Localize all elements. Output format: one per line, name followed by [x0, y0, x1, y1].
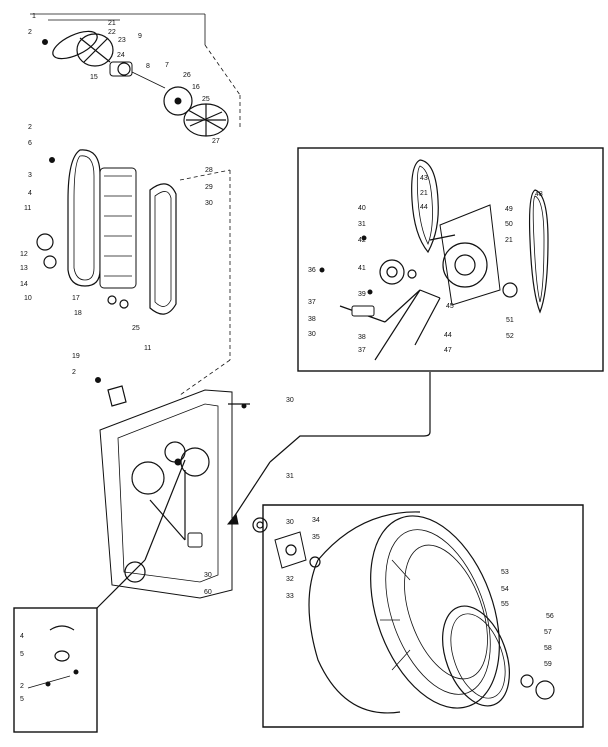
part-label: 50: [505, 221, 513, 228]
part-label: 30: [205, 200, 213, 207]
part-label: 57: [544, 629, 552, 636]
part-label: 38: [308, 316, 316, 323]
part-label: 40: [358, 205, 366, 212]
part-label: 21: [505, 237, 513, 244]
part-label: 3: [28, 172, 32, 179]
part-label: 21: [108, 20, 116, 27]
part-label: 59: [544, 661, 552, 668]
part-label: 55: [501, 601, 509, 608]
part-label: 6: [28, 140, 32, 147]
part-label: 24: [117, 52, 125, 59]
part-label: 44: [444, 332, 452, 339]
part-label: 39: [358, 291, 366, 298]
part-label: 56: [546, 613, 554, 620]
part-label: 58: [544, 645, 552, 652]
part-label: 30: [286, 519, 294, 526]
hinge-inset: [13, 459, 186, 733]
part-label: 38: [358, 334, 366, 341]
belt-idler-group: [36, 149, 231, 407]
part-label: 21: [420, 190, 428, 197]
part-label: 5: [20, 696, 24, 703]
drum-assembly-box: [252, 504, 584, 728]
part-label: 10: [24, 295, 32, 302]
part-label: 16: [192, 84, 200, 91]
motor-assembly-group: [30, 13, 241, 137]
part-label: 53: [501, 569, 509, 576]
part-label: 8: [146, 63, 150, 70]
part-label: 44: [420, 204, 428, 211]
part-label: 1: [32, 13, 36, 20]
part-label: 2: [72, 369, 76, 376]
part-label: 28: [205, 167, 213, 174]
part-label: 15: [90, 74, 98, 81]
part-label: 14: [20, 281, 28, 288]
part-label: 47: [444, 347, 452, 354]
part-label: 5: [20, 651, 24, 658]
rear-bulkhead: [99, 389, 250, 599]
part-label: 54: [501, 586, 509, 593]
part-label: 19: [72, 353, 80, 360]
detail-inset: [226, 147, 604, 525]
part-label: 34: [312, 517, 320, 524]
drive-motor: [429, 204, 518, 306]
part-label: 13: [20, 265, 28, 272]
part-label: 32: [286, 576, 294, 583]
part-label: 48: [535, 191, 543, 198]
part-labels: 1 21 22 23 2 9 24 15 8 7 26 16 25 27 2 6…: [20, 13, 554, 703]
part-label: 45: [446, 303, 454, 310]
part-label: 36: [308, 267, 316, 274]
part-label: 26: [183, 72, 191, 79]
part-label: 29: [205, 184, 213, 191]
part-label: 11: [24, 205, 31, 212]
part-label: 35: [312, 534, 320, 541]
part-label: 31: [286, 473, 294, 480]
part-label: 30: [204, 572, 212, 579]
part-label: 30: [308, 331, 316, 338]
part-label: 33: [286, 593, 294, 600]
part-label: 2: [28, 124, 32, 131]
part-label: 25: [202, 96, 210, 103]
part-label: 9: [138, 33, 142, 40]
part-label: 60: [204, 589, 212, 596]
part-label: 25: [132, 325, 140, 332]
part-label: 42: [358, 237, 366, 244]
part-label: 7: [165, 62, 169, 69]
part-label: 51: [506, 317, 514, 324]
part-label: 27: [212, 138, 220, 145]
part-label: 2: [20, 683, 24, 690]
part-label: 4: [28, 190, 32, 197]
part-label: 2: [28, 29, 32, 36]
part-label: 23: [118, 37, 126, 44]
blower-wheel: [183, 103, 229, 137]
part-label: 37: [358, 347, 366, 354]
part-label: 18: [74, 310, 82, 317]
part-label: 17: [72, 295, 80, 302]
part-label: 4: [20, 633, 24, 640]
part-label: 52: [506, 333, 514, 340]
part-label: 41: [358, 265, 366, 272]
part-label: 37: [308, 299, 316, 306]
part-label: 22: [108, 29, 116, 36]
part-label: 11: [144, 345, 151, 352]
part-label: 12: [20, 251, 28, 258]
part-label: 31: [358, 221, 366, 228]
part-label: 49: [505, 206, 513, 213]
part-label: 30: [286, 397, 294, 404]
part-label: 43: [420, 175, 428, 182]
